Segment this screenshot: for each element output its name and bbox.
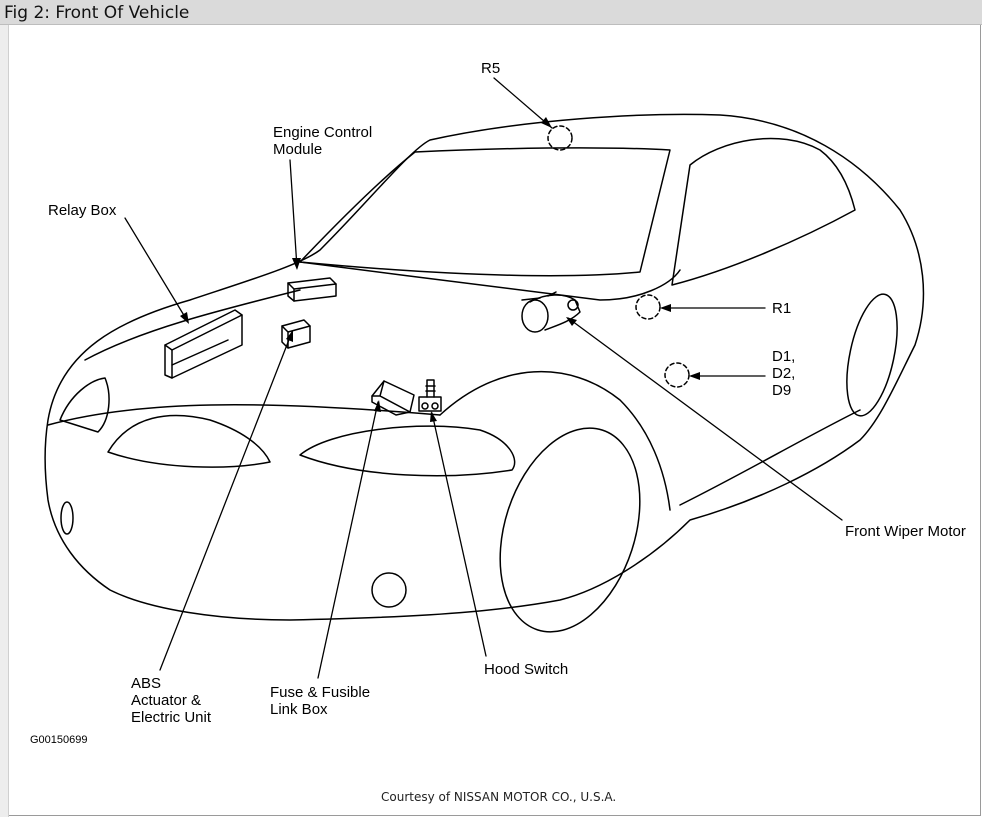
figure-code: G00150699 (30, 734, 88, 746)
fuse-arrowhead (374, 400, 381, 412)
abs-component (281, 319, 311, 349)
r5-arrowhead (541, 117, 552, 128)
title-bar: Fig 2: Front Of Vehicle (0, 0, 982, 25)
r1-arrowhead (660, 304, 671, 312)
side-window (671, 137, 856, 286)
right-fog-light (371, 572, 407, 608)
center-grille (107, 414, 271, 468)
ecm-leader (289, 159, 298, 269)
d-location-marker (664, 362, 690, 388)
label-r1: R1 (772, 300, 792, 317)
relay-box-component (164, 309, 243, 379)
hood-switch-leader (431, 412, 487, 657)
front-wheel-arch (439, 370, 671, 511)
right-headlight (299, 425, 516, 477)
abs-leader (159, 331, 293, 671)
relay-arrowhead (180, 312, 189, 324)
windshield (299, 147, 671, 277)
relay-leader (124, 217, 189, 323)
label-d-group: D1, D2, D9 (772, 348, 796, 399)
wiper-leader (567, 317, 843, 521)
r5-location-marker (547, 125, 573, 151)
left-headlight (59, 377, 110, 433)
credit-line: Courtesy of NISSAN MOTOR CO., U.S.A. (381, 790, 617, 804)
rocker-line (679, 409, 861, 506)
fuse-leader (317, 401, 379, 679)
figure-title: Fig 2: Front Of Vehicle (4, 3, 190, 23)
hood-front-edge (47, 404, 441, 426)
r5-leader (493, 77, 553, 129)
label-front-wiper-motor: Front Wiper Motor (845, 523, 966, 540)
label-fuse-box: Fuse & Fusible Link Box (270, 684, 371, 718)
hood-crease (84, 289, 301, 361)
d-arrowhead (689, 372, 700, 380)
label-ecm: Engine Control Module (273, 124, 373, 158)
front-wheel (499, 427, 641, 633)
wiper-arrowhead (566, 317, 577, 326)
car-body-outline (44, 113, 925, 621)
ecm-component (287, 277, 337, 302)
hood-switch-arrowhead (430, 411, 437, 422)
label-r5: R5 (481, 60, 501, 77)
rear-wheel (846, 293, 898, 417)
hood-switch-component (418, 379, 442, 412)
wiper-motor-component (521, 291, 581, 333)
left-border (0, 0, 9, 817)
abs-arrowhead (286, 330, 293, 342)
left-fog-light (60, 501, 74, 535)
ecm-arrowhead (292, 258, 301, 270)
label-hood-switch: Hood Switch (484, 661, 569, 678)
label-abs: ABS Actuator & Electric Unit (131, 675, 212, 726)
r1-location-marker (635, 294, 661, 320)
fuse-box-component (371, 380, 415, 416)
label-relay-box: Relay Box (48, 202, 117, 219)
